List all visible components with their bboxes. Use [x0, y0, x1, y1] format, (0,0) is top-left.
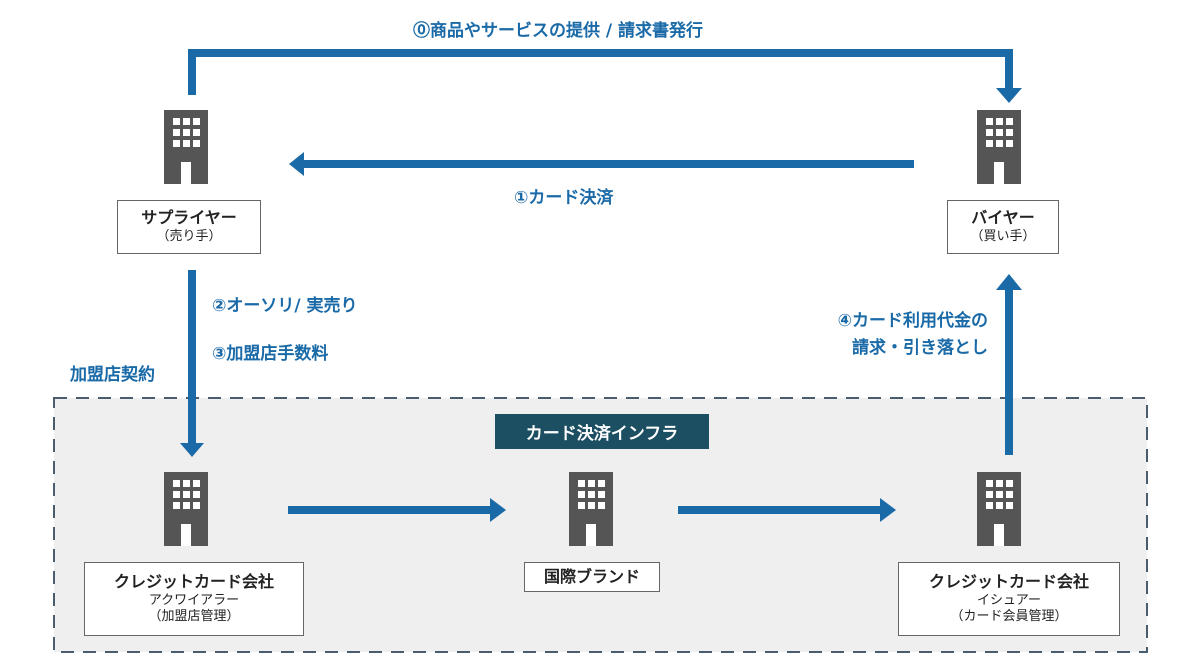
arrow-card-payment — [289, 152, 914, 176]
label-billing-line1: ④カード利用代金の — [837, 311, 988, 331]
supplier-title: サプライヤー — [141, 208, 237, 228]
issuer-title: クレジットカード会社 — [928, 571, 1089, 591]
brand-building-icon — [569, 472, 613, 546]
label-auth-sales: ②オーソリ/ 実売り — [212, 296, 358, 316]
issuer-description: （カード会員管理） — [950, 609, 1068, 625]
issuer-building-icon — [977, 472, 1021, 546]
label-billing-line2: 請求・引き落とし — [852, 338, 988, 358]
supplier-subtitle: （売り手） — [156, 228, 222, 244]
label-card-payment: ①カード決済 — [514, 188, 614, 208]
brand-title: 国際ブランド — [543, 566, 640, 586]
brand-node: 国際ブランド — [524, 562, 660, 592]
buyer-building-icon — [977, 110, 1021, 184]
arrow-merchant-contract — [180, 270, 204, 457]
label-merchant-fee: ③加盟店手数料 — [212, 344, 329, 364]
buyer-title: バイヤー — [971, 208, 1035, 228]
buyer-node: バイヤー （買い手） — [947, 200, 1059, 254]
label-merchant-contract: 加盟店契約 — [70, 365, 155, 385]
arrow-brand-to-issuer — [678, 498, 896, 522]
acquirer-node: クレジットカード会社 アクワイアラー （加盟店管理） — [84, 562, 304, 636]
infra-label: カード決済インフラ — [495, 414, 709, 449]
arrow-acquirer-to-brand — [288, 498, 506, 522]
issuer-role: イシュアー — [977, 592, 1041, 608]
acquirer-building-icon — [164, 472, 208, 546]
supplier-node: サプライヤー （売り手） — [117, 200, 261, 254]
label-provision: ⓪商品やサービスの提供 / 請求書発行 — [413, 21, 704, 41]
arrow-billing — [996, 274, 1022, 455]
acquirer-description: （加盟店管理） — [148, 609, 240, 625]
arrow-provision — [188, 49, 1022, 103]
acquirer-role: アクワイアラー — [148, 592, 240, 608]
acquirer-title: クレジットカード会社 — [113, 571, 274, 591]
issuer-node: クレジットカード会社 イシュアー （カード会員管理） — [898, 562, 1120, 636]
supplier-building-icon — [164, 110, 208, 184]
buyer-subtitle: （買い手） — [970, 228, 1036, 244]
